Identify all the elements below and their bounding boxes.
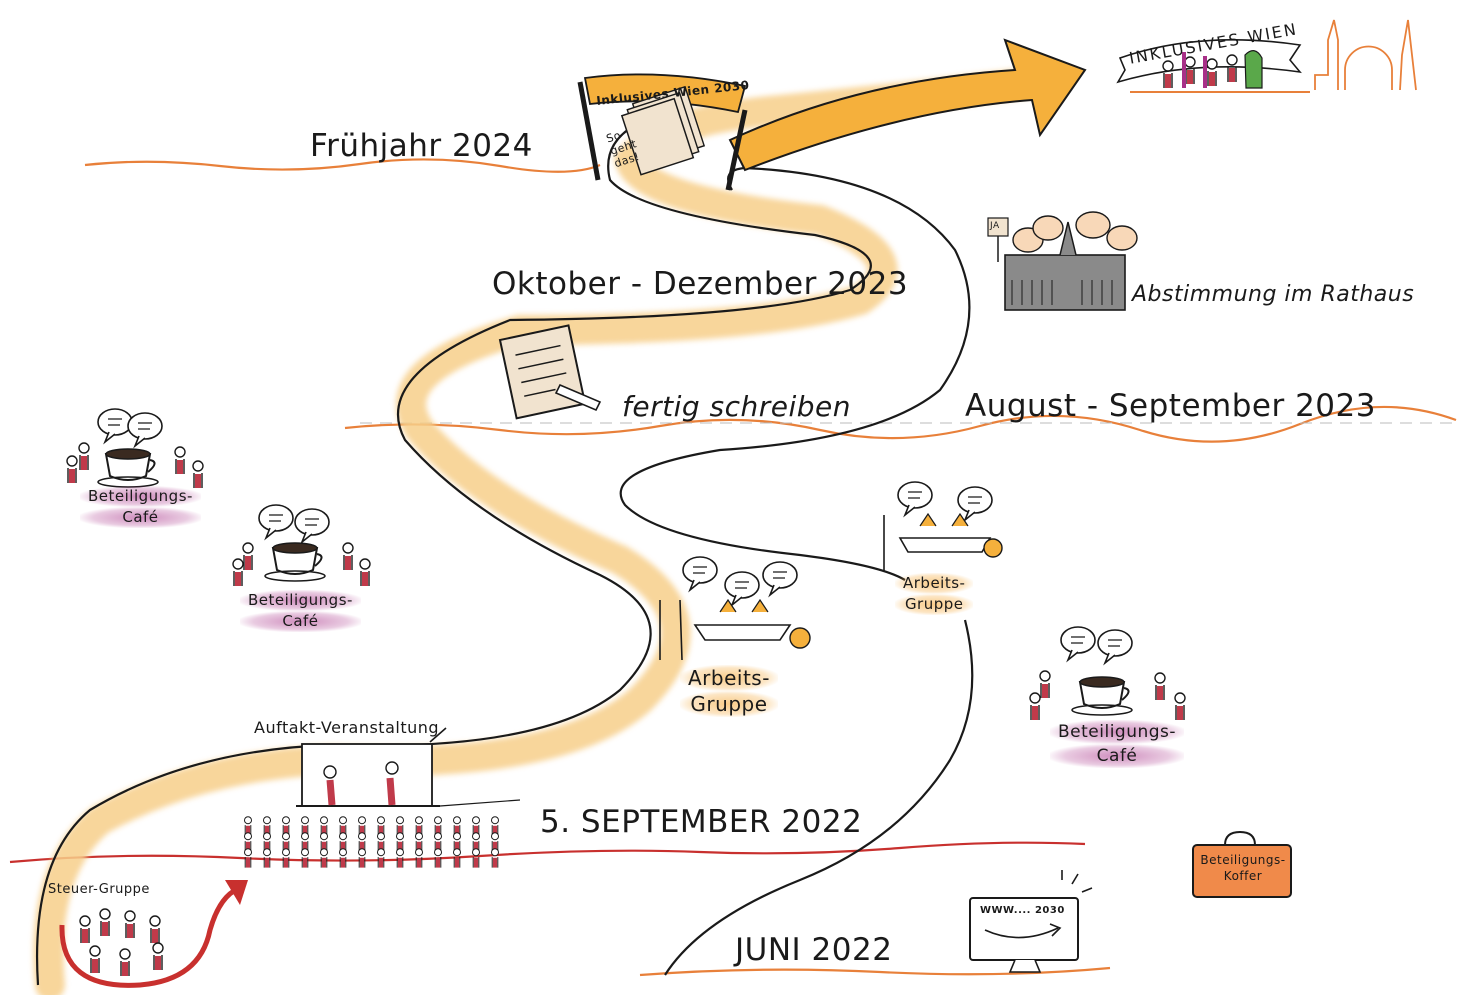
steuer-label: Steuer-Gruppe <box>48 882 150 897</box>
cafe-1-line1: Beteiligungs- <box>80 486 201 507</box>
gate <box>577 73 748 191</box>
audience-person <box>453 848 461 869</box>
fertig-label: fertig schreiben <box>622 390 852 423</box>
audience-person <box>282 848 290 869</box>
vienna-skyline <box>1116 19 1417 93</box>
ja-sign: JA <box>990 221 1000 231</box>
arbeitsgruppe-label-2: Arbeits- Gruppe <box>895 573 974 615</box>
audience-person <box>472 848 480 869</box>
www-label: WWW.... 2030 <box>980 905 1065 916</box>
cafe-group-1 <box>66 408 204 489</box>
road-highlight <box>33 65 1065 995</box>
timeline-september: 5. SEPTEMBER 2022 <box>540 804 863 840</box>
cafe-label-1: Beteiligungs- Café <box>80 486 201 528</box>
cafe-group-2 <box>232 504 371 587</box>
audience-person <box>244 848 252 869</box>
koffer-icon <box>1192 830 1292 898</box>
audience-person <box>263 848 271 869</box>
arbeitsgruppe-label-1: Arbeits- Gruppe <box>680 665 778 717</box>
cafe-2-line2: Café <box>240 611 361 632</box>
audience-person <box>491 848 499 869</box>
ag-1-line2: Gruppe <box>680 691 778 717</box>
paper-icon <box>498 324 602 420</box>
audience-person <box>358 848 366 869</box>
timeline-august: August - September 2023 <box>965 388 1376 424</box>
audience-person <box>339 848 347 869</box>
arbeitsgruppe-1 <box>659 556 811 661</box>
audience-person <box>377 848 385 869</box>
rathaus <box>987 211 1138 311</box>
audience-person <box>301 848 309 869</box>
ag-1-line1: Arbeits- <box>680 665 778 691</box>
cafe-2-line1: Beteiligungs- <box>240 590 361 611</box>
cafe-label-3: Beteiligungs- Café <box>1050 720 1185 768</box>
timeline-oktober: Oktober - Dezember 2023 <box>492 266 909 302</box>
auftakt-stage <box>296 727 521 807</box>
abstimmung-label: Abstimmung im Rathaus <box>1132 282 1415 307</box>
koffer-line2: Koffer <box>1223 869 1263 883</box>
koffer-label: Beteiligungs- Koffer <box>1200 852 1286 884</box>
cafe-label-2: Beteiligungs- Café <box>240 590 361 632</box>
steuer-arrow <box>59 880 248 988</box>
road-outlines <box>35 118 974 986</box>
goal-arrow <box>728 38 1087 172</box>
audience-person <box>396 848 404 869</box>
monitor-icon <box>969 870 1093 973</box>
audience-person <box>415 848 423 869</box>
timeline-fruehjahr: Frühjahr 2024 <box>310 128 533 164</box>
arbeitsgruppe-2 <box>883 481 1003 572</box>
cafe-group-3 <box>1029 626 1186 721</box>
ag-2-line2: Gruppe <box>895 594 974 615</box>
cafe-3-line1: Beteiligungs- <box>1050 720 1185 744</box>
koffer-line1: Beteiligungs- <box>1200 853 1286 867</box>
ag-2-line1: Arbeits- <box>895 573 974 594</box>
audience-person <box>434 848 442 869</box>
cafe-3-line2: Café <box>1050 744 1185 768</box>
timeline-juni: JUNI 2022 <box>735 932 893 968</box>
audience-person <box>320 848 328 869</box>
cafe-1-line2: Café <box>80 507 201 528</box>
auftakt-label: Auftakt-Veranstaltung <box>254 718 440 737</box>
